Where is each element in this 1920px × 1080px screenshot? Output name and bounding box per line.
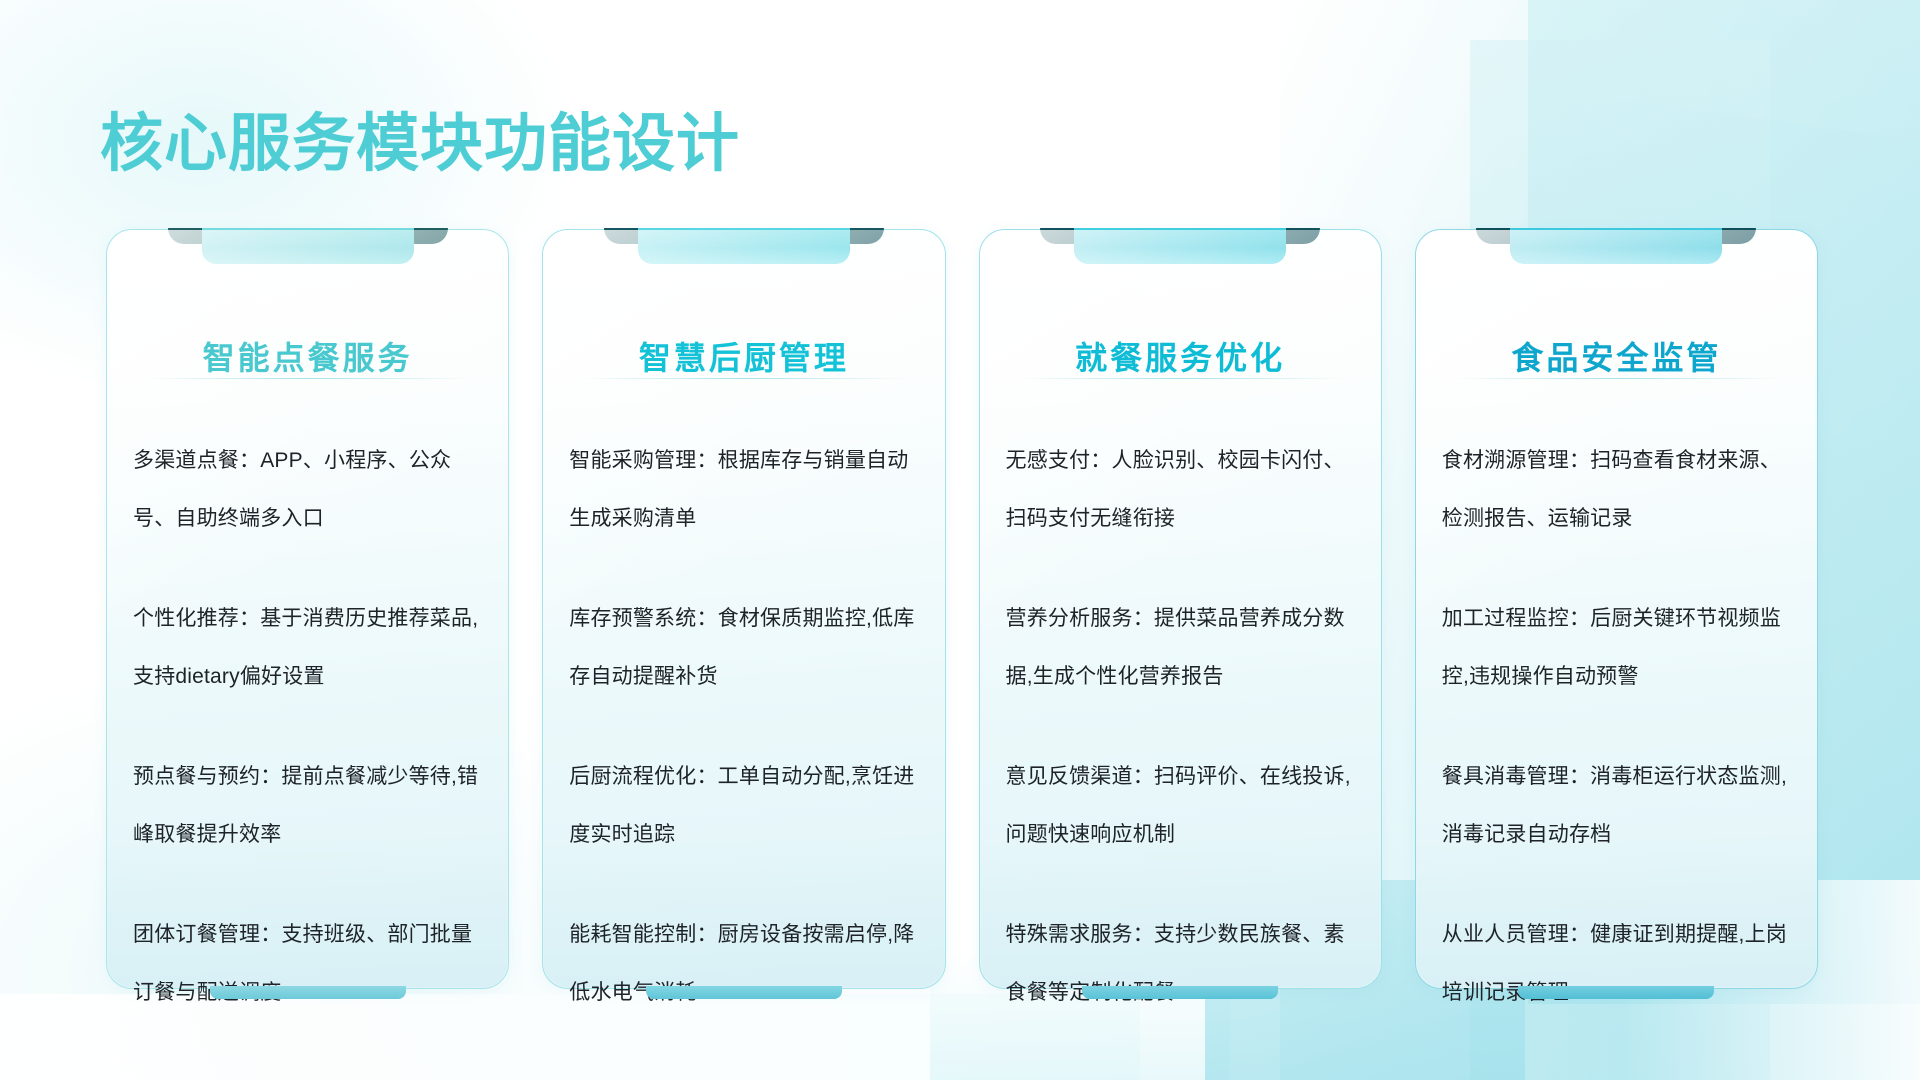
card-title: 智慧后厨管理 <box>638 339 849 376</box>
card-top-tab <box>1074 228 1287 264</box>
feature-item: 特殊需求服务：支持少数民族餐、素食餐等定制化配餐 <box>1005 923 1345 1004</box>
feature-item: 食材溯源管理：扫码查看食材来源、检测报告、运输记录 <box>1441 449 1781 530</box>
card-feature-list: 食材溯源管理：扫码查看食材来源、检测报告、运输记录 加工过程监控：后厨关键环节视… <box>1442 411 1797 1043</box>
feature-item: 智能采购管理：根据库存与销量自动生成采购清单 <box>569 449 909 530</box>
feature-item: 能耗智能控制：厨房设备按需启停,降低水电气消耗 <box>569 923 915 1004</box>
card-tab-ear-left <box>1040 228 1075 244</box>
feature-item: 营养分析服务：提供菜品营养成分数据,生成个性化营养报告 <box>1005 607 1345 688</box>
card-title: 就餐服务优化 <box>1075 339 1286 376</box>
service-card-4[interactable]: 食品安全监管 食材溯源管理：扫码查看食材来源、检测报告、运输记录 加工过程监控：… <box>1414 228 1818 1004</box>
card-tab-ear-left <box>1476 228 1511 244</box>
card-tab-ear-right <box>413 228 448 244</box>
card-tab-ear-left <box>167 228 202 244</box>
card-divider <box>579 378 912 379</box>
service-card-3[interactable]: 就餐服务优化 无感支付：人脸识别、校园卡闪付、扫码支付无缝衔接 营养分析服务：提… <box>978 228 1382 1004</box>
feature-item: 后厨流程优化：工单自动分配,烹饪进度实时追踪 <box>569 765 915 846</box>
feature-item: 加工过程监控：后厨关键环节视频监控,违规操作自动预警 <box>1441 607 1781 688</box>
card-tab-ear-right <box>849 228 884 244</box>
card-tab-ear-right <box>1286 228 1321 244</box>
card-tab-ear-left <box>603 228 638 244</box>
card-tab-ear-right <box>1722 228 1757 244</box>
card-title: 智能点餐服务 <box>202 339 413 376</box>
card-divider <box>1015 378 1348 379</box>
feature-item: 餐具消毒管理：消毒柜运行状态监测,消毒记录自动存档 <box>1441 765 1787 846</box>
feature-item: 意见反馈渠道：扫码评价、在线投诉,问题快速响应机制 <box>1005 765 1351 846</box>
page-title: 核心服务模块功能设计 <box>100 109 740 180</box>
card-divider <box>143 378 475 379</box>
feature-item: 团体订餐管理：支持班级、部门批量订餐与配送调度 <box>133 923 473 1004</box>
service-card-2[interactable]: 智慧后厨管理 智能采购管理：根据库存与销量自动生成采购清单 库存预警系统：食材保… <box>542 228 946 1004</box>
card-bottom-foot <box>209 986 406 999</box>
feature-item: 从业人员管理：健康证到期提醒,上岗培训记录管理 <box>1441 923 1787 1004</box>
feature-item: 个性化推荐：基于消费历史推荐菜品,支持dietary偏好设置 <box>133 607 479 688</box>
card-bottom-foot <box>1082 986 1279 999</box>
card-title: 食品安全监管 <box>1511 339 1722 376</box>
card-divider <box>1451 378 1784 379</box>
service-card-1[interactable]: 智能点餐服务 多渠道点餐：APP、小程序、公众号、自助终端多入口 个性化推荐：基… <box>106 228 510 1004</box>
feature-item: 预点餐与预约：提前点餐减少等待,错峰取餐提升效率 <box>133 765 479 846</box>
card-top-tab <box>637 228 850 264</box>
card-bottom-foot <box>1518 986 1715 999</box>
card-feature-list: 多渠道点餐：APP、小程序、公众号、自助终端多入口 个性化推荐：基于消费历史推荐… <box>133 411 488 1043</box>
card-bottom-foot <box>645 986 842 999</box>
card-feature-list: 智能采购管理：根据库存与销量自动生成采购清单 库存预警系统：食材保质期监控,低库… <box>569 411 924 1043</box>
service-module-card-row: 智能点餐服务 多渠道点餐：APP、小程序、公众号、自助终端多入口 个性化推荐：基… <box>106 228 1818 1004</box>
card-top-tab <box>1510 228 1723 264</box>
feature-item: 库存预警系统：食材保质期监控,低库存自动提醒补货 <box>569 607 915 688</box>
card-feature-list: 无感支付：人脸识别、校园卡闪付、扫码支付无缝衔接 营养分析服务：提供菜品营养成分… <box>1006 411 1361 1043</box>
card-top-tab <box>201 228 414 264</box>
feature-item: 无感支付：人脸识别、校园卡闪付、扫码支付无缝衔接 <box>1005 449 1345 530</box>
feature-item: 多渠道点餐：APP、小程序、公众号、自助终端多入口 <box>133 449 452 530</box>
